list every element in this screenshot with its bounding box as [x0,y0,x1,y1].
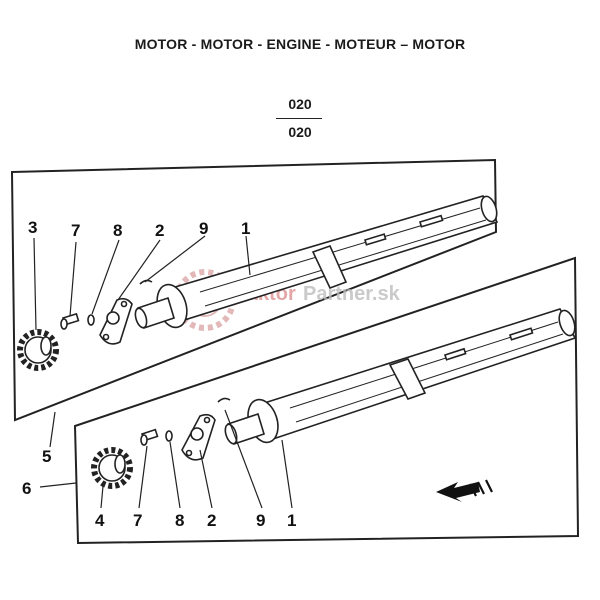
upper-gear-icon [17,329,59,371]
lower-leaders [100,409,293,509]
upper-washer [87,314,95,326]
code-fraction-line [276,118,322,119]
diagram-title: MOTOR - MOTOR - ENGINE - MOTEUR – MOTOR [134,36,466,52]
lower-shaft-assembly [91,308,577,489]
lower-gear-icon [91,447,133,489]
upper-label-7: 7 [71,221,80,240]
lower-label-9: 9 [256,511,265,530]
upper-label-8: 8 [113,221,122,240]
lower-label-4: 4 [95,511,105,530]
arrow-left-icon [436,479,493,502]
lower-label-8: 8 [175,511,184,530]
lower-pin [217,397,231,403]
upper-leaders [33,235,251,331]
lower-shaft-collar [388,358,427,400]
upper-screw [60,312,80,330]
side-label-5: 5 [42,447,51,466]
side-leaders [39,411,77,488]
side-label-6: 6 [22,479,31,498]
lower-screw [140,428,159,446]
lower-panel [73,256,580,545]
upper-label-9: 9 [199,219,208,238]
upper-shaft-collar [311,244,348,290]
code-numerator: 020 [288,96,312,112]
lower-label-7: 7 [133,511,142,530]
lower-label-2: 2 [207,511,216,530]
watermark-text-2: Partner.sk [303,283,401,305]
upper-label-2: 2 [155,221,164,240]
lower-label-1: 1 [287,511,296,530]
code-denominator: 020 [288,124,312,140]
upper-label-3: 3 [28,218,37,237]
upper-label-1: 1 [241,219,250,238]
lower-washer [165,430,173,442]
upper-panel [10,158,498,422]
upper-shaft-assembly [17,195,499,371]
